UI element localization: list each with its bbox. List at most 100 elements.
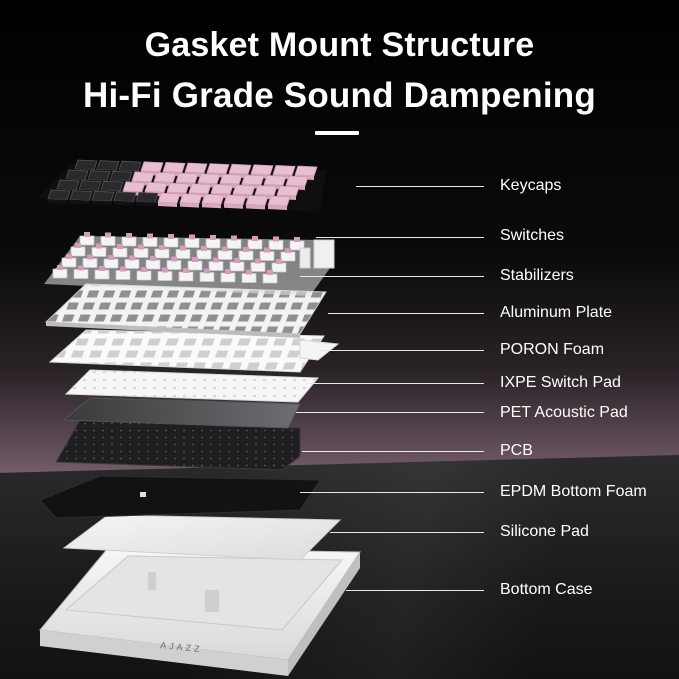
- leader-epdm-foam: [300, 492, 484, 493]
- switch-stem: [189, 235, 195, 240]
- switch-housing: [137, 271, 151, 280]
- keycap: [92, 191, 114, 201]
- switch-housing: [125, 260, 139, 269]
- keycap: [264, 175, 286, 185]
- label-switches: Switches: [500, 227, 564, 245]
- switch-stem: [246, 270, 252, 275]
- switch-housing: [62, 258, 76, 267]
- switch-housing: [248, 240, 262, 249]
- switch-stem: [147, 234, 153, 239]
- keycap: [273, 165, 295, 175]
- label-keycaps: Keycaps: [500, 177, 561, 195]
- leader-ixpe-pad: [306, 383, 484, 384]
- switch-housing: [197, 250, 211, 259]
- switch-stem: [267, 270, 273, 275]
- keycap: [70, 191, 92, 201]
- switch-stem: [150, 256, 156, 261]
- switch-stem: [285, 248, 291, 253]
- switch-stem: [234, 258, 240, 263]
- switch-stem: [255, 259, 261, 264]
- keycap: [163, 162, 185, 172]
- keycap: [295, 166, 317, 176]
- switch-housing: [260, 252, 274, 261]
- switch-housing: [158, 272, 172, 281]
- switch-housing: [116, 271, 130, 280]
- switch-housing: [92, 248, 106, 257]
- switch-housing: [71, 247, 85, 256]
- keycap: [57, 180, 79, 190]
- label-poron-foam: PORON Foam: [500, 341, 604, 359]
- switch-stem: [273, 237, 279, 242]
- keycap: [132, 172, 154, 182]
- label-stabilizers: Stabilizers: [500, 267, 574, 285]
- switch-stem: [99, 266, 105, 271]
- switch-stem: [213, 258, 219, 263]
- leader-stabilizers: [300, 276, 484, 277]
- switch-housing: [155, 249, 169, 258]
- keycap: [198, 174, 220, 184]
- keycap: [79, 181, 101, 191]
- switch-housing: [188, 261, 202, 270]
- leader-keycaps: [356, 186, 484, 187]
- switch-stem: [120, 267, 126, 272]
- switch-housing: [95, 270, 109, 279]
- switch-housing: [134, 249, 148, 258]
- label-epdm-foam: EPDM Bottom Foam: [500, 483, 647, 501]
- switch-stem: [243, 247, 249, 252]
- switch-housing: [113, 248, 127, 257]
- keycap: [224, 195, 246, 205]
- switch-housing: [146, 260, 160, 269]
- switch-housing: [74, 270, 88, 279]
- keycap: [167, 183, 189, 193]
- keycap: [154, 172, 176, 182]
- switch-stem: [57, 265, 63, 270]
- leader-pcb: [302, 451, 484, 452]
- switch-stem: [96, 244, 102, 249]
- keycap: [176, 173, 198, 183]
- switch-housing: [281, 252, 295, 261]
- label-bottom-case: Bottom Case: [500, 581, 592, 599]
- keycap: [229, 164, 251, 174]
- keycap: [123, 182, 145, 192]
- switch-stem: [264, 248, 270, 253]
- switch-stem: [78, 266, 84, 271]
- epdm-foam-layer: [40, 476, 320, 518]
- keycap: [207, 164, 229, 174]
- switch-housing: [227, 240, 241, 249]
- keycap: [145, 182, 167, 192]
- switch-housing: [239, 251, 253, 260]
- switch-housing: [272, 263, 286, 272]
- keycap: [185, 163, 207, 173]
- switch-housing: [209, 262, 223, 271]
- switch-stem: [192, 257, 198, 262]
- switch-housing: [167, 261, 181, 270]
- switch-stem: [162, 268, 168, 273]
- keycap: [66, 170, 88, 180]
- switch-housing: [206, 239, 220, 248]
- keycap: [97, 161, 119, 171]
- switch-housing: [221, 273, 235, 282]
- switch-housing: [122, 237, 136, 246]
- keycap: [189, 184, 211, 194]
- bottom-case-layer: AJAZZ: [40, 548, 360, 676]
- switch-stem: [225, 269, 231, 274]
- switch-stem: [201, 246, 207, 251]
- label-pcb: PCB: [500, 442, 533, 460]
- switch-housing: [218, 251, 232, 260]
- switch-stem: [231, 236, 237, 241]
- switch-stem: [126, 233, 132, 238]
- switch-stem: [75, 243, 81, 248]
- keycap: [242, 175, 264, 185]
- switch-housing: [263, 274, 277, 283]
- keycap: [220, 174, 242, 184]
- leader-poron-foam: [320, 350, 484, 351]
- switch-stem: [105, 233, 111, 238]
- keycap: [277, 186, 299, 196]
- switch-stem: [129, 256, 135, 261]
- switch-housing: [83, 259, 97, 268]
- keycap: [255, 185, 277, 195]
- keycap: [233, 185, 255, 195]
- keycap: [110, 171, 132, 181]
- label-silicone-pad: Silicone Pad: [500, 523, 589, 541]
- keycap: [141, 162, 163, 172]
